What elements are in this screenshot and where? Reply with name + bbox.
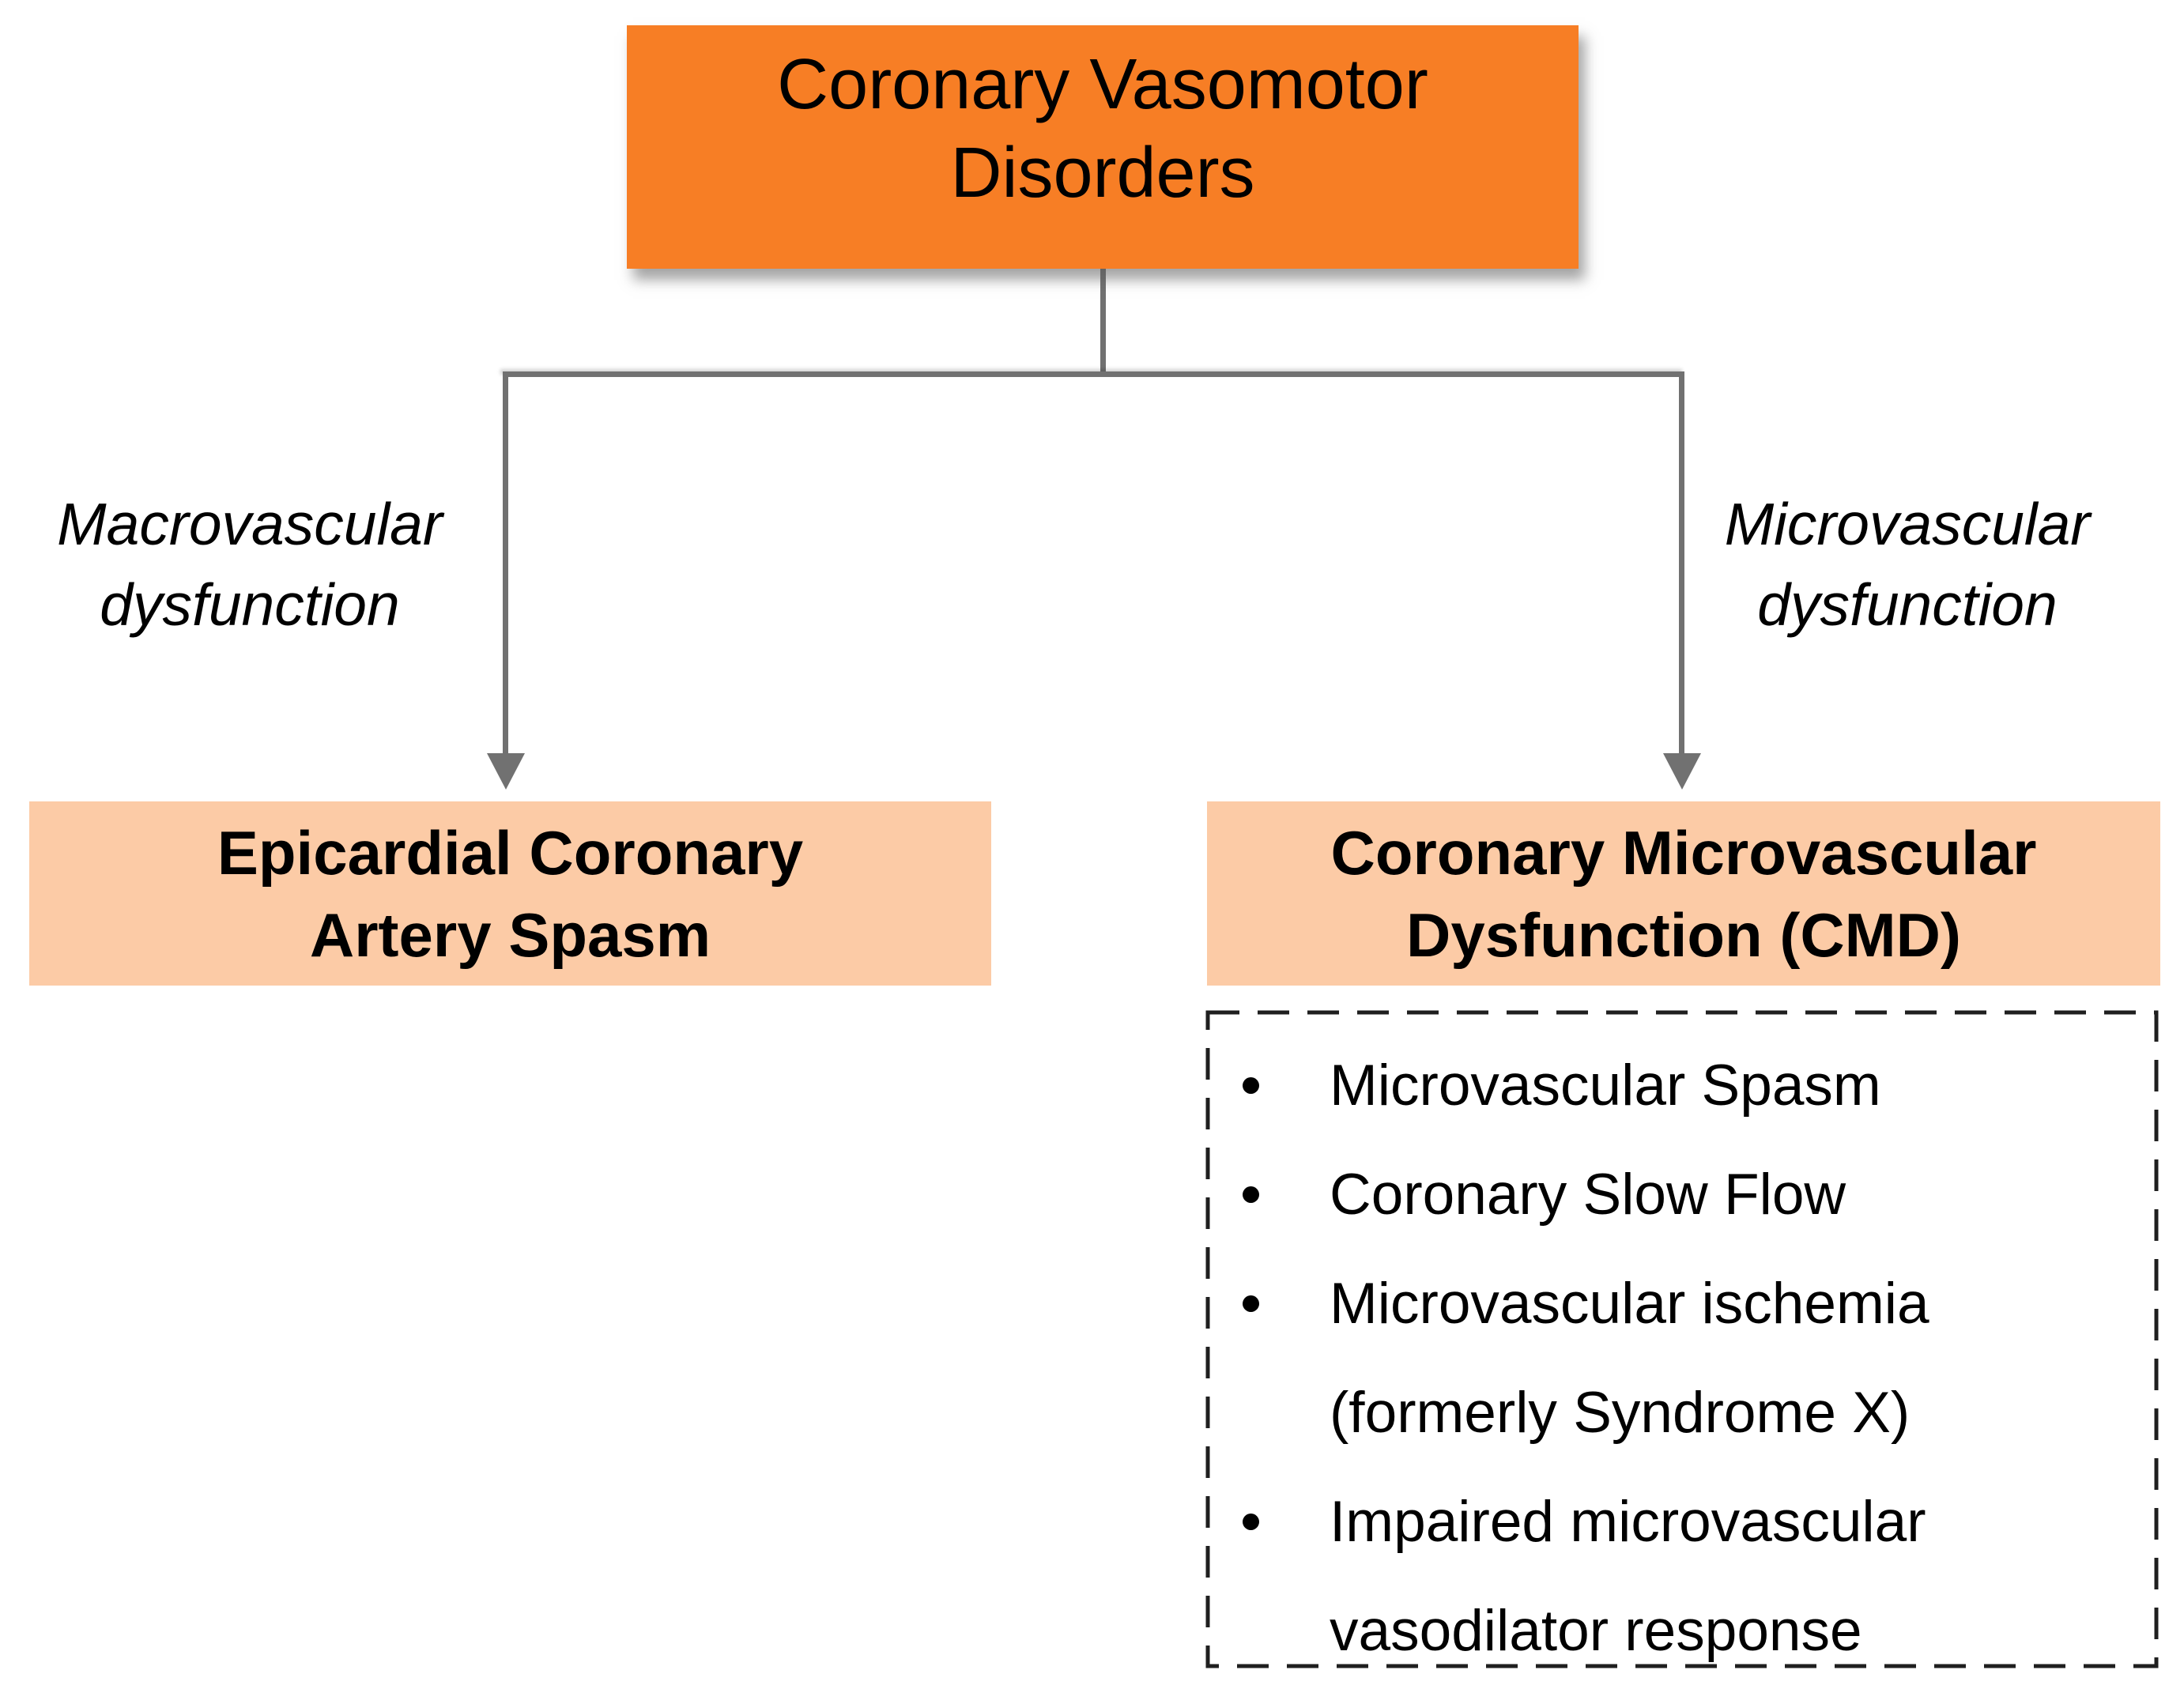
list-item-text: (formerly Syndrome X): [1330, 1380, 1911, 1445]
bullet-icon: [1243, 1186, 1259, 1203]
root-node-coronary-vasomotor-disorders: Coronary Vasomotor Disorders: [627, 25, 1579, 269]
label-right-line2: dysfunction: [1757, 571, 2058, 638]
list-item-text: Microvascular ischemia: [1330, 1271, 1929, 1336]
root-title-line1: Coronary Vasomotor: [777, 45, 1428, 124]
dashed-border: [1205, 1010, 2159, 1668]
list-item: Microvascular ischemia: [1205, 1249, 2159, 1358]
leaf-left-line1: Epicardial Coronary: [217, 817, 804, 888]
cmd-item-list: Microvascular Spasm Coronary Slow Flow M…: [1205, 1031, 2159, 1685]
arrowhead-right-icon: [1663, 753, 1701, 790]
connector-horizontal: [503, 371, 1684, 377]
list-item: Microvascular Spasm: [1205, 1031, 2159, 1140]
list-item-text: Microvascular Spasm: [1330, 1053, 1881, 1118]
leaf-left-line2: Artery Spasm: [309, 899, 711, 970]
arrowhead-left-icon: [487, 753, 525, 790]
cmd-detail-box: Microvascular Spasm Coronary Slow Flow M…: [1205, 1010, 2159, 1668]
leaf-right-line1: Coronary Microvascular: [1330, 817, 2037, 888]
bullet-icon: [1243, 1077, 1259, 1094]
node-epicardial-coronary-artery-spasm: Epicardial Coronary Artery Spasm: [29, 801, 991, 986]
root-title-line2: Disorders: [950, 134, 1255, 213]
bullet-icon: [1243, 1514, 1259, 1530]
bullet-icon: [1243, 1295, 1259, 1312]
list-item-text: Impaired microvascular: [1330, 1489, 1926, 1554]
list-item-text: vasodilator response: [1330, 1598, 1862, 1663]
list-item: Impaired microvascular: [1205, 1467, 2159, 1576]
list-item: Coronary Slow Flow: [1205, 1140, 2159, 1249]
list-item-continuation: vasodilator response: [1205, 1576, 2159, 1685]
label-microvascular-dysfunction: Microvascular dysfunction: [1657, 484, 2158, 645]
label-right-line1: Microvascular: [1724, 491, 2091, 557]
connector-right-drop: [1679, 371, 1684, 757]
list-item-continuation: (formerly Syndrome X): [1205, 1358, 2159, 1467]
list-item-text: Coronary Slow Flow: [1330, 1162, 1846, 1227]
label-left-line1: Macrovascular: [57, 491, 443, 557]
label-left-line2: dysfunction: [100, 571, 400, 638]
leaf-right-line2: Dysfunction (CMD): [1406, 899, 1961, 970]
node-coronary-microvascular-dysfunction: Coronary Microvascular Dysfunction (CMD): [1207, 801, 2160, 986]
connector-stem: [1100, 269, 1106, 376]
connector-left-drop: [503, 371, 508, 757]
label-macrovascular-dysfunction: Macrovascular dysfunction: [21, 484, 479, 645]
